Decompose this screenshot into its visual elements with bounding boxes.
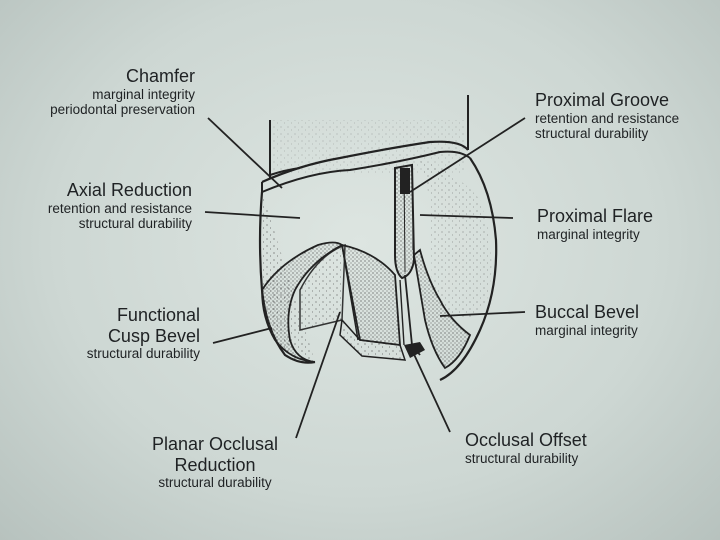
label-planar-occlusal-reduction: Planar Occlusal Reduction structural dur…: [135, 434, 295, 491]
functional-cusp-bevel-title-1: Functional: [116, 305, 200, 325]
proximal-groove: [394, 163, 416, 280]
leader-occlusal-offset: [411, 349, 451, 433]
axial-reduction-title: Axial Reduction: [66, 180, 192, 200]
chamfer-note-1: marginal integrity: [92, 86, 195, 102]
label-occlusal-offset: Occlusal Offset structural durability: [465, 430, 587, 466]
label-proximal-groove: Proximal Groove retention and resistance…: [535, 90, 679, 142]
chamfer-margin: [261, 140, 471, 193]
leader-proximal-groove: [409, 117, 526, 193]
buccal-bevel: [399, 248, 472, 370]
proximal-flare-title: Proximal Flare: [537, 206, 654, 226]
planar-occlusal-note: structural durability: [158, 475, 272, 491]
occlusal-offset-note: structural durability: [465, 450, 579, 466]
leader-lines: [204, 117, 526, 439]
proximal-groove-title: Proximal Groove: [535, 90, 670, 110]
proximal-flare-note: marginal integrity: [537, 226, 640, 242]
label-proximal-flare: Proximal Flare marginal integrity: [537, 206, 653, 242]
proximal-groove-note-1: retention and resistance: [535, 110, 680, 126]
proximal-groove-note-2: structural durability: [535, 126, 649, 142]
leader-proximal-flare: [419, 214, 514, 219]
occlusal-offset-title: Occlusal Offset: [465, 430, 587, 450]
planar-occlusal-title-1: Planar Occlusal: [151, 434, 279, 454]
leader-chamfer: [207, 117, 283, 189]
planar-occlusal-title-2: Reduction: [174, 454, 256, 475]
leader-functional-cusp-bevel: [212, 327, 273, 344]
axial-reduction-note-1: retention and resistance: [47, 200, 192, 216]
label-functional-cusp-bevel: Functional Cusp Bevel structural durabil…: [87, 305, 200, 362]
buccal-bevel-note: marginal integrity: [535, 322, 638, 338]
leader-planar-occlusal: [295, 311, 341, 439]
chamfer-title: Chamfer: [125, 66, 195, 86]
planar-occlusal-surface: [299, 243, 407, 361]
axial-reduction-note-2: structural durability: [78, 216, 192, 232]
tooth-root: [269, 95, 469, 178]
leader-buccal-bevel: [439, 311, 526, 317]
buccal-bevel-title: Buccal Bevel: [535, 302, 640, 322]
functional-cusp-bevel-title-2: Cusp Bevel: [107, 325, 200, 346]
label-buccal-bevel: Buccal Bevel marginal integrity: [535, 302, 639, 338]
label-chamfer: Chamfer marginal integrity periodontal p…: [50, 66, 195, 118]
label-axial-reduction: Axial Reduction retention and resistance…: [48, 180, 192, 232]
functional-cusp-bevel: [261, 241, 344, 363]
leader-axial-reduction: [204, 211, 301, 219]
chamfer-note-2: periodontal preservation: [50, 102, 195, 118]
functional-cusp-bevel-note: structural durability: [86, 346, 200, 362]
